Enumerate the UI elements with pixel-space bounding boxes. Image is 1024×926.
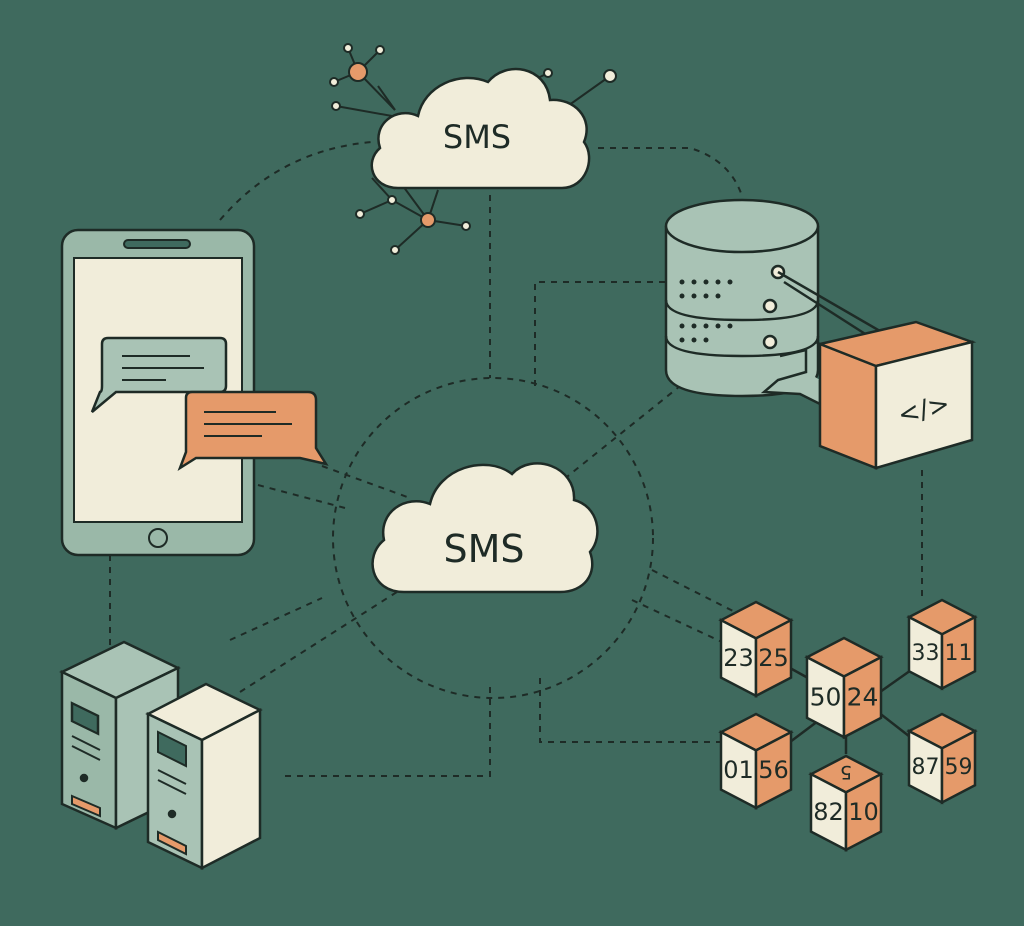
cube-left-label: 82 xyxy=(813,798,844,826)
database-vents xyxy=(679,279,733,343)
connector-phone-top-cloud xyxy=(219,141,373,221)
api-panel-front xyxy=(874,340,974,470)
message-bubble-incoming xyxy=(90,336,228,413)
cube-right-face xyxy=(754,618,793,698)
cube-left-label: 50 xyxy=(810,683,842,712)
network-node-icon xyxy=(543,68,553,78)
connector-servers-ring xyxy=(229,597,323,641)
servers xyxy=(59,640,263,871)
central-ring xyxy=(332,377,654,699)
db-connector-bracket xyxy=(760,348,822,407)
top-cloud-nodes xyxy=(329,43,617,255)
top-cloud-label: SMS xyxy=(443,118,511,156)
cube-right-label: 11 xyxy=(945,641,973,666)
network-node-icon xyxy=(603,69,617,83)
chat-bubble-icon xyxy=(177,390,329,472)
cube-right-label: 59 xyxy=(945,755,973,780)
cube-right-label: 56 xyxy=(758,756,789,784)
cube-right-face xyxy=(844,772,883,852)
database-top xyxy=(664,198,820,254)
db-status-led xyxy=(762,334,778,350)
database xyxy=(664,198,893,407)
connector-ring-cubes-bottom xyxy=(539,678,722,743)
cube-left-label: 87 xyxy=(912,755,940,780)
cube-left-label: 33 xyxy=(912,641,940,666)
cloud-icon xyxy=(370,67,591,190)
smartphone xyxy=(60,228,329,557)
network-node-icon xyxy=(461,221,471,231)
connector-servers-center xyxy=(239,589,401,693)
network-node-icon xyxy=(331,101,341,111)
network-node-icon xyxy=(329,77,339,87)
cube-top-label: 5 xyxy=(840,761,852,783)
network-node-icon xyxy=(390,245,400,255)
cube-right-face xyxy=(940,615,977,691)
network-node-icon xyxy=(387,195,397,205)
server-right xyxy=(145,682,263,871)
cube-left-label: 01 xyxy=(723,756,754,784)
connector-servers-bottom xyxy=(285,682,491,777)
connector-center-cubes xyxy=(651,569,736,613)
cube-right-label: 10 xyxy=(848,798,879,826)
cube-right-label: 24 xyxy=(847,683,879,712)
network-node-icon xyxy=(420,212,436,228)
db-status-led xyxy=(762,298,778,314)
api-panel: </> xyxy=(815,320,977,470)
network-node-icon xyxy=(348,62,368,82)
center-cloud-label: SMS xyxy=(443,527,524,571)
connector-db-center xyxy=(547,369,701,493)
network-node-icon xyxy=(343,43,353,53)
cloud-icon xyxy=(371,462,599,594)
message-bubble-outgoing xyxy=(177,390,329,472)
cube-right-face xyxy=(754,730,793,810)
cube-right-label: 25 xyxy=(758,644,789,672)
cube-right-face xyxy=(842,655,883,740)
top-sms-cloud: SMS xyxy=(370,67,591,190)
phone-home-button xyxy=(148,528,168,548)
cube-right-face xyxy=(940,729,977,805)
connector-center-cubes-2 xyxy=(631,599,723,643)
center-sms-cloud: SMS xyxy=(371,462,599,594)
dashed-connectors xyxy=(109,141,923,777)
connector-phone-ring xyxy=(257,484,346,509)
connector-top-cloud-db xyxy=(598,147,743,197)
connector-phone-center xyxy=(321,465,411,499)
phone-speaker xyxy=(123,239,191,249)
cube-left-label: 23 xyxy=(723,644,754,672)
network-node-icon xyxy=(375,45,385,55)
network-node-icon xyxy=(355,209,365,219)
